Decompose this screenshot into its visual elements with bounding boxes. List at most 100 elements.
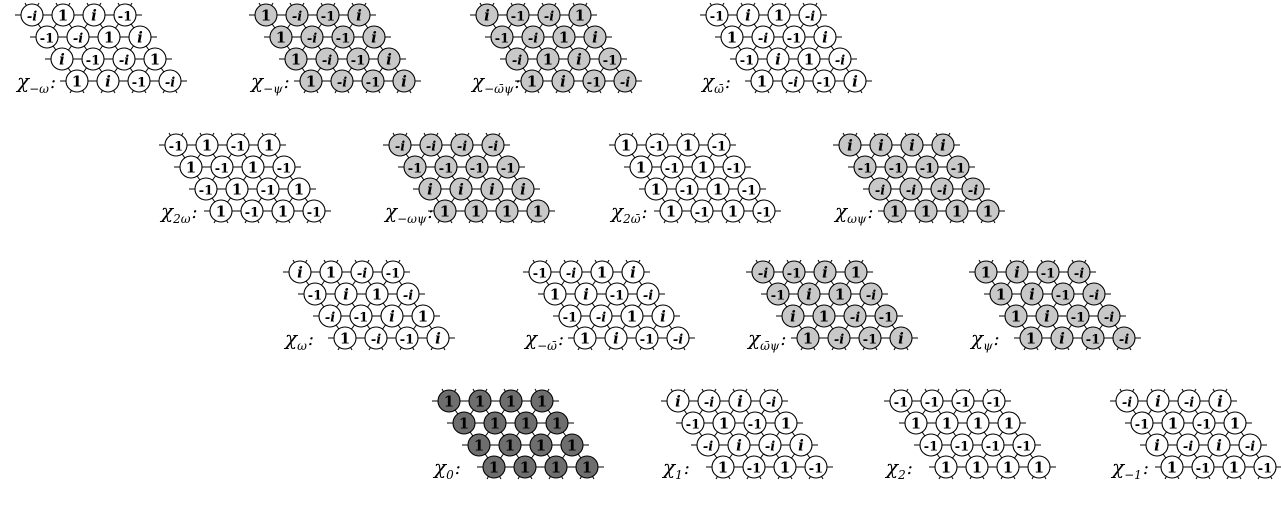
- site-circle: [711, 455, 735, 479]
- site-circle: [395, 326, 419, 350]
- chi-subscript: −ψ: [263, 82, 283, 96]
- chi-subscript: 0: [446, 468, 454, 482]
- site-value: -1: [563, 311, 577, 326]
- site-value: 1: [551, 459, 561, 477]
- chi-symbol: χ: [159, 199, 175, 223]
- lattice-site: i: [666, 389, 690, 413]
- site-circle: [1146, 389, 1170, 413]
- site-circle: [530, 389, 554, 413]
- site-value: -i: [875, 184, 885, 199]
- site-value: -1: [879, 311, 893, 326]
- lattice-site: -i: [300, 25, 324, 49]
- site-value: 1: [150, 51, 160, 69]
- lattice-site: i: [869, 133, 893, 157]
- site-value: 1: [636, 159, 646, 177]
- site-circle: [567, 47, 591, 71]
- lattice-site: 1: [529, 433, 553, 457]
- lattice-site: i: [377, 47, 401, 71]
- lattice-site: i: [551, 69, 575, 93]
- site-circle: [558, 304, 582, 328]
- lattice-site: 1: [209, 199, 233, 223]
- lattice-site: -i: [1112, 326, 1136, 350]
- site-circle: [209, 199, 233, 223]
- site-value: i: [737, 393, 743, 411]
- site-value: -1: [640, 333, 654, 348]
- site-circle: [1081, 326, 1105, 350]
- site-value: -i: [866, 289, 876, 304]
- site-circle: [696, 433, 720, 457]
- chi-subscript: 2: [897, 468, 906, 482]
- label-colon: :: [308, 329, 314, 350]
- lattice-site: -i: [828, 47, 852, 71]
- site-value: -1: [169, 140, 183, 155]
- site-value: i: [1059, 330, 1065, 348]
- site-circle: [766, 282, 790, 306]
- site-value: 1: [186, 159, 196, 177]
- site-value: i: [847, 137, 853, 155]
- lattice-site: i: [82, 3, 106, 27]
- site-circle: [1012, 433, 1036, 457]
- site-circle: [346, 47, 370, 71]
- lattice-site: -1: [645, 133, 669, 157]
- lattice-site: i: [931, 133, 955, 157]
- site-value: i: [1044, 308, 1050, 326]
- lattice-site: -1: [240, 199, 264, 223]
- site-circle: [690, 199, 714, 223]
- site-circle: [499, 389, 523, 413]
- lattice-site: i: [813, 25, 837, 49]
- site-circle: [773, 455, 797, 479]
- lattice-site: 1: [513, 455, 537, 479]
- site-value: i: [745, 7, 751, 25]
- site-circle: [931, 133, 955, 157]
- site-value: -i: [834, 333, 844, 348]
- lattice-site: i: [583, 25, 607, 49]
- panel-label: χω̄ψ:: [746, 326, 786, 353]
- lattice-site: -1: [722, 155, 746, 179]
- site-value: -1: [501, 162, 515, 177]
- lattice-site: 1: [225, 177, 249, 201]
- lattice-site: -1: [660, 155, 684, 179]
- site-circle: [843, 69, 867, 93]
- site-value: -i: [1183, 440, 1193, 455]
- lattice-site: 1: [914, 199, 938, 223]
- site-circle: [1020, 282, 1044, 306]
- site-circle: [651, 304, 675, 328]
- lattice-site: -1: [81, 47, 105, 71]
- site-circle: [781, 69, 805, 93]
- lattice-site: i: [449, 177, 473, 201]
- chi-symbol: χ: [470, 69, 486, 93]
- site-circle: [676, 133, 700, 157]
- lattice-site: 1: [365, 282, 389, 306]
- site-circle: [966, 411, 990, 435]
- site-value: 1: [567, 437, 577, 455]
- lattice-site: -i: [827, 326, 851, 350]
- lattice-site: -1: [1192, 411, 1216, 435]
- site-circle: [705, 3, 729, 27]
- site-value: -1: [710, 10, 724, 25]
- lattice-site: -i: [751, 260, 775, 284]
- site-circle: [334, 282, 358, 306]
- site-value: i: [427, 181, 433, 199]
- site-value: -i: [704, 396, 714, 411]
- site-circle: [543, 282, 567, 306]
- site-circle: [843, 304, 867, 328]
- site-circle: [506, 3, 530, 27]
- site-circle: [915, 155, 939, 179]
- site-circle: [889, 326, 913, 350]
- site-circle: [1067, 260, 1091, 284]
- site-circle: [1160, 455, 1184, 479]
- chi-symbol: χ: [523, 326, 539, 350]
- lattice-site: 1: [536, 47, 560, 71]
- site-value: 1: [521, 415, 531, 433]
- site-circle: [303, 282, 327, 306]
- site-circle: [812, 304, 836, 328]
- site-value: -i: [1119, 333, 1129, 348]
- site-value: 1: [728, 203, 738, 221]
- site-circle: [629, 155, 653, 179]
- site-circle: [520, 69, 544, 93]
- lattice-site: -1: [635, 326, 659, 350]
- site-value: 1: [1034, 459, 1044, 477]
- site-circle: [874, 304, 898, 328]
